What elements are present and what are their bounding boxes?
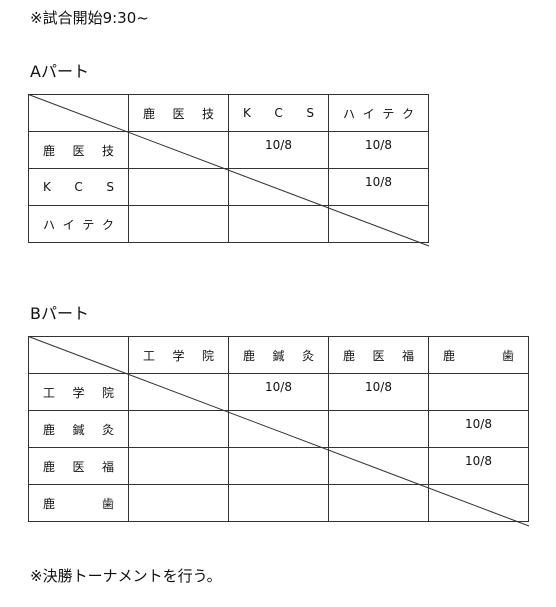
result-cell: 10/8 (228, 131, 329, 169)
corner-cell (28, 336, 129, 374)
table-row: 鹿鍼灸 10/8 (28, 410, 529, 448)
table-header-row: 工学院 鹿鍼灸 鹿医福 鹿歯 (28, 336, 529, 374)
table-row: 鹿歯 (28, 484, 529, 522)
result-cell (128, 484, 229, 522)
result-cell (428, 373, 529, 411)
column-header: 工学院 (128, 336, 229, 374)
column-header: 鹿鍼灸 (228, 336, 329, 374)
row-header: ハイテク (28, 205, 129, 243)
part-b-title: Bパート (30, 304, 89, 323)
result-cell (128, 447, 229, 485)
row-header: 鹿歯 (28, 484, 129, 522)
column-header: 鹿歯 (428, 336, 529, 374)
result-cell: 10/8 (328, 131, 429, 169)
result-cell (228, 484, 329, 522)
result-cell (428, 484, 529, 522)
result-cell (228, 168, 329, 206)
table-row: 鹿医福 10/8 (28, 447, 529, 485)
column-header: 鹿医技 (128, 94, 229, 132)
row-header: 鹿医技 (28, 131, 129, 169)
row-header: 鹿鍼灸 (28, 410, 129, 448)
result-cell (128, 410, 229, 448)
corner-cell (28, 94, 129, 132)
result-cell: 10/8 (228, 373, 329, 411)
column-header: 鹿医福 (328, 336, 429, 374)
result-cell (228, 410, 329, 448)
result-cell (128, 373, 229, 411)
part-a-title: Aパート (30, 62, 89, 81)
result-cell (228, 205, 329, 243)
result-cell: 10/8 (428, 410, 529, 448)
result-cell (128, 168, 229, 206)
result-cell: 10/8 (328, 373, 429, 411)
result-cell (128, 205, 229, 243)
result-cell (328, 205, 429, 243)
result-cell: 10/8 (428, 447, 529, 485)
row-header: 工学院 (28, 373, 129, 411)
table-row: ハイテク (28, 205, 429, 243)
result-cell: 10/8 (328, 168, 429, 206)
table-row: 鹿医技 10/8 10/8 (28, 131, 429, 169)
result-cell (328, 447, 429, 485)
result-cell (328, 484, 429, 522)
start-time-note: ※試合開始9:30~ (30, 9, 149, 27)
tournament-note: ※決勝トーナメントを行う。 (30, 567, 222, 585)
part-b-league-table: 工学院 鹿鍼灸 鹿医福 鹿歯 工学院 10/8 10/8 鹿鍼灸 10/8 鹿医… (28, 336, 529, 522)
result-cell (328, 410, 429, 448)
result-cell (128, 131, 229, 169)
row-header: 鹿医福 (28, 447, 129, 485)
table-row: 工学院 10/8 10/8 (28, 373, 529, 411)
result-cell (228, 447, 329, 485)
column-header: ハイテク (328, 94, 429, 132)
